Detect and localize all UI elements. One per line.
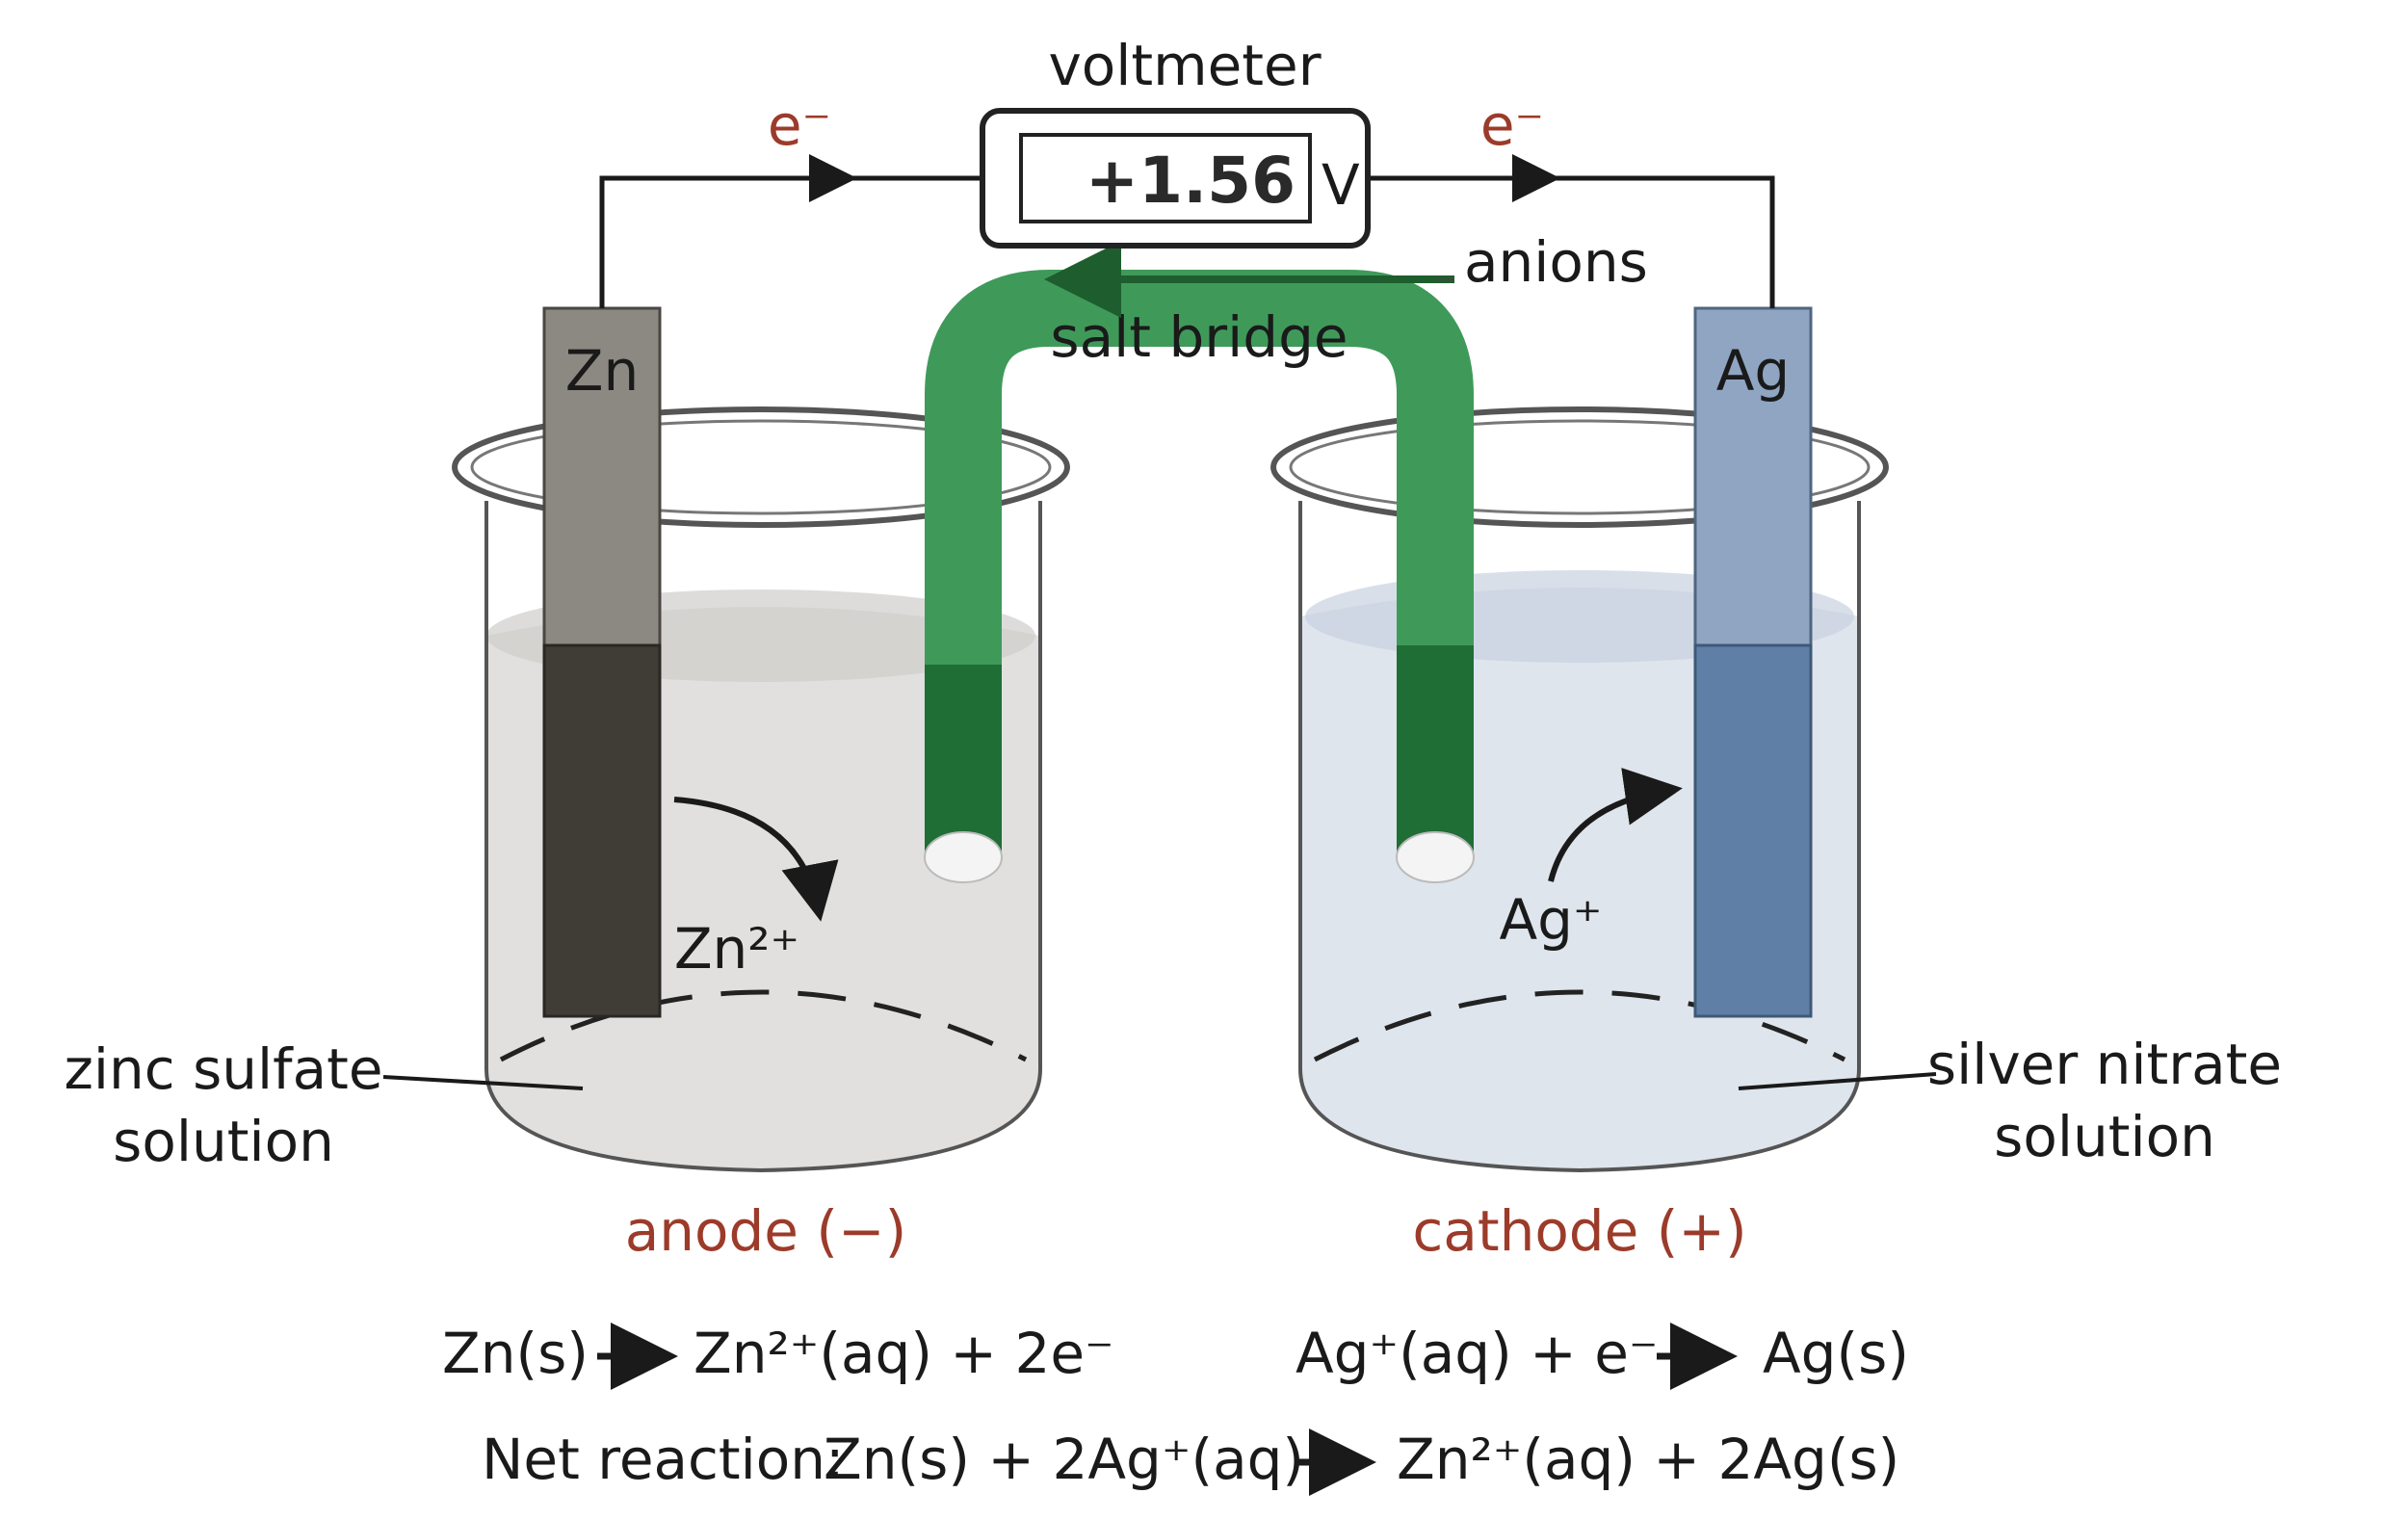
voltmeter: voltmeter +1.56 V [980, 33, 1371, 249]
external-circuit-wire [599, 154, 1775, 308]
zinc-electrode: Zn [542, 306, 662, 1018]
salt-bridge-label: salt bridge [1050, 304, 1348, 370]
cathode-beaker-rim [1270, 406, 1889, 528]
cotton-plug-left [924, 831, 1003, 883]
voltmeter-reading: +1.56 [1086, 144, 1296, 218]
salt-bridge: salt bridge [924, 270, 1475, 883]
anode-half-reaction-left: Zn(s) [442, 1321, 589, 1386]
zinc-ion-arrow [673, 797, 839, 922]
silver-nitrate-leader [1738, 1072, 1937, 1090]
zinc-sulfate-label-line1: zinc sulfate [64, 1036, 382, 1102]
anode-half-reaction-right: Zn²⁺(aq) + 2e⁻ [694, 1321, 1114, 1386]
cathode-half-reaction-left: Ag⁺(aq) + e⁻ [1296, 1321, 1659, 1386]
net-reaction-left: Zn(s) + 2Ag⁺(aq) [824, 1427, 1304, 1492]
silver-nitrate-label-line1: silver nitrate [1927, 1032, 2282, 1097]
silver-electrode: Ag [1693, 306, 1813, 1018]
anode-beaker-rim [452, 406, 1070, 528]
zinc-sulfate-label-line2: solution [113, 1109, 334, 1174]
net-reaction-right: Zn²⁺(aq) + 2Ag(s) [1397, 1427, 1899, 1492]
zinc-ion-label: Zn²⁺ [674, 916, 799, 982]
silver-ion-arrow [1548, 768, 1683, 882]
cathode-half-reaction-right: Ag(s) [1763, 1321, 1909, 1386]
silver-electrode-label: Ag [1716, 338, 1791, 404]
silver-nitrate-label-line2: solution [1994, 1104, 2215, 1169]
net-reaction-prefix: Net reaction: [482, 1427, 845, 1492]
zinc-electrode-label: Zn [565, 338, 640, 404]
anions-label: anions [1464, 229, 1648, 295]
voltmeter-unit: V [1322, 152, 1360, 218]
electron-label-right: e⁻ [1480, 92, 1544, 158]
cathode-caption: cathode (+) [1412, 1198, 1746, 1264]
anode-caption: anode (−) [625, 1198, 907, 1264]
zinc-sulfate-leader [382, 1075, 584, 1090]
voltmeter-title: voltmeter [1048, 33, 1321, 98]
silver-ion-label: Ag⁺ [1499, 887, 1602, 953]
voltmeter-display [1019, 133, 1312, 223]
electron-label-left: e⁻ [768, 92, 831, 158]
cotton-plug-right [1396, 831, 1475, 883]
